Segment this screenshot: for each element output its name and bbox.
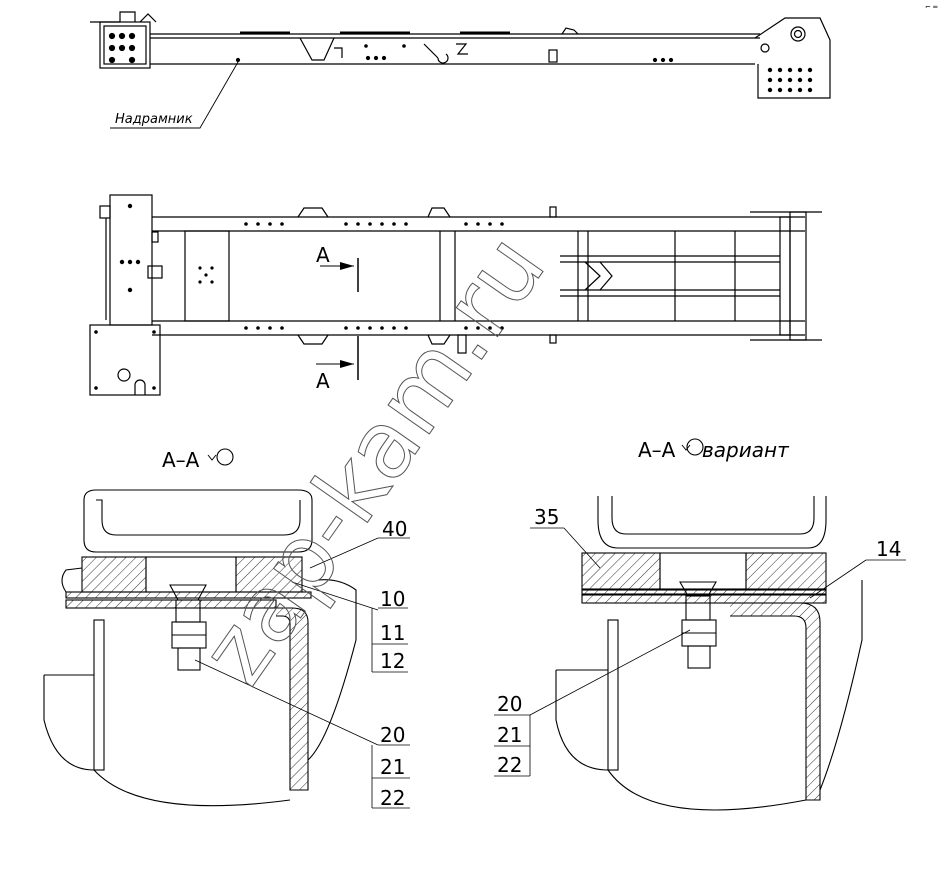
callout-35: 35 [534,505,559,529]
callout-22: 22 [380,786,405,810]
callout-20-right: 20 [497,692,522,716]
section-title-right-suffix: вариант [702,438,790,462]
callout-14: 14 [876,537,901,561]
section-title-left: А–А [162,448,200,472]
callout-21-right: 21 [497,723,522,747]
callout-11: 11 [380,621,405,645]
section-arrow-label-bottom: А [316,369,330,393]
callouts-right: 35 14 20 21 22 [497,505,901,777]
section-title-right: А–А [638,438,676,462]
section-arrow-label-top: А [316,243,330,267]
rotation-icon-right [686,438,704,456]
callout-40: 40 [382,517,407,541]
callout-21: 21 [380,755,405,779]
callout-10: 10 [380,587,405,611]
section-right [494,438,906,811]
frame-label: Надрамник [115,112,193,127]
rotation-icon [216,448,234,466]
watermark: zap-kam.ru [180,216,566,703]
side-view [90,11,831,129]
plan-view [89,194,822,396]
callout-20: 20 [380,723,405,747]
section-left [43,448,410,809]
callout-22-right: 22 [497,753,522,777]
callouts-left: 40 10 11 12 20 21 22 [380,517,407,810]
callout-12: 12 [380,649,405,673]
corner-mark: ⌐ ═ [925,3,938,11]
